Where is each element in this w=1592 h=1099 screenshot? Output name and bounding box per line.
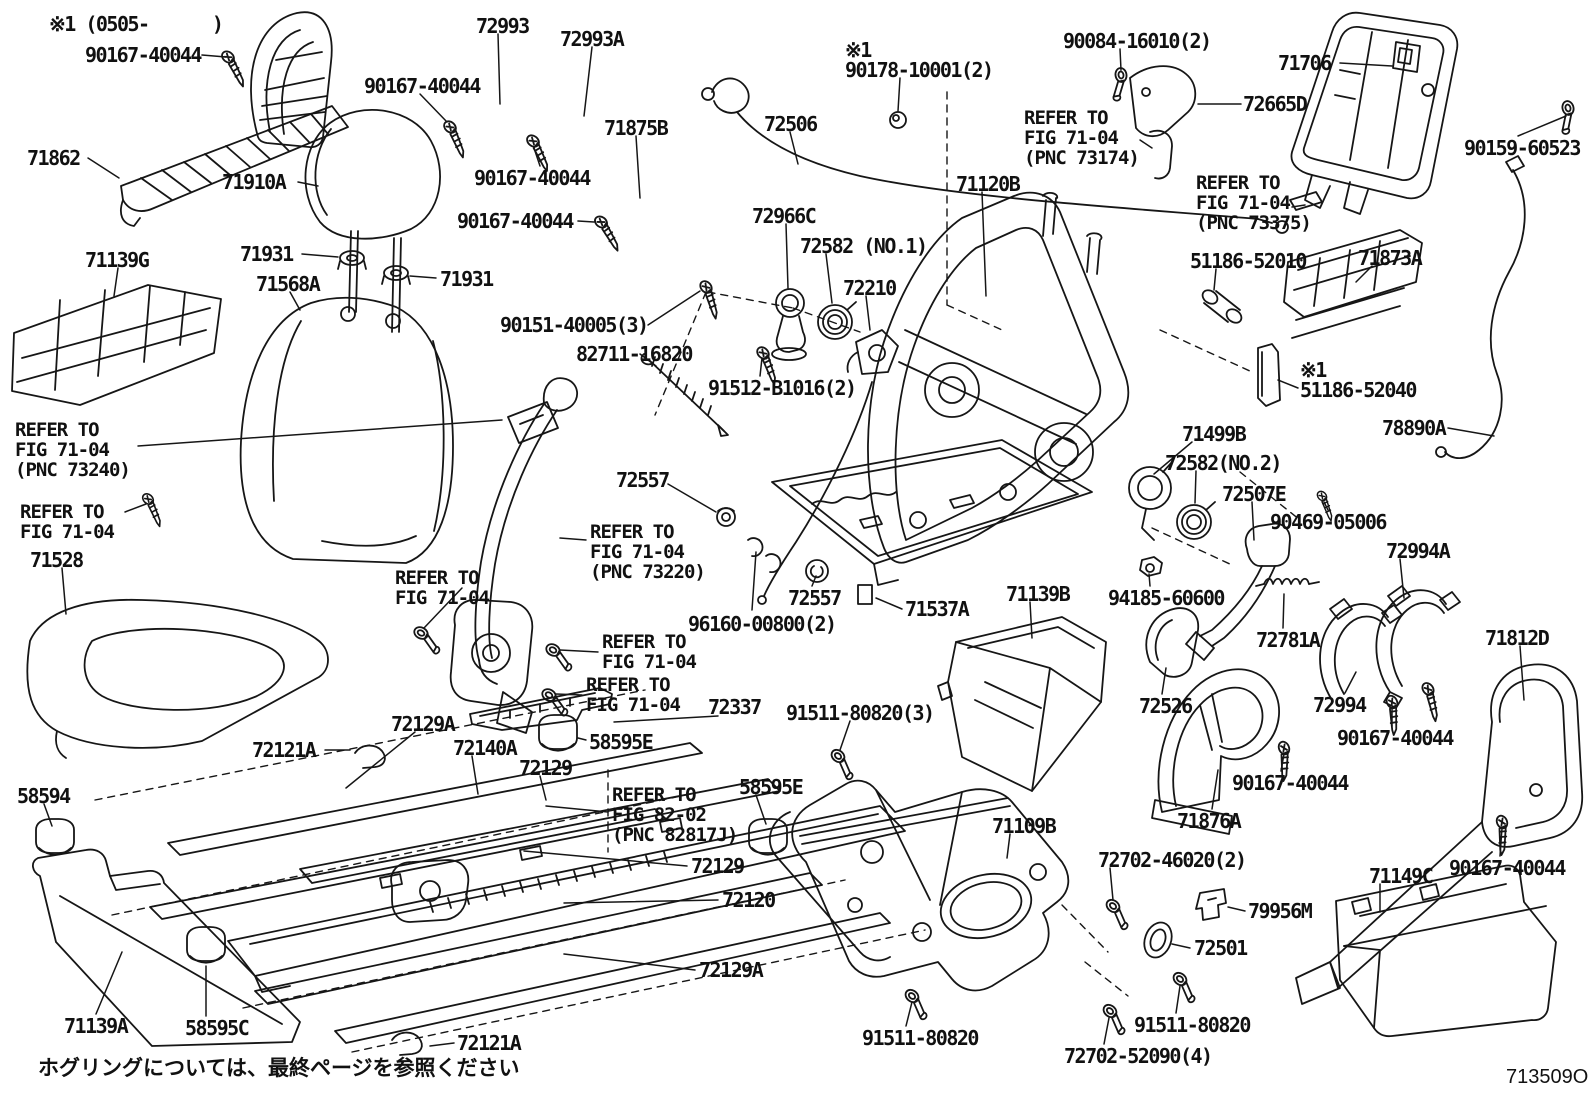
part-label-ref-7104-c: REFER TO FIG 71-04 xyxy=(602,631,697,673)
part-label-71149C: 71149C xyxy=(1369,864,1434,888)
part-label-71862: 71862 xyxy=(27,146,81,170)
part-label-72120: 72120 xyxy=(722,888,776,912)
part-label-72501: 72501 xyxy=(1194,936,1248,960)
part-label-ref-7104-d: REFER TO FIG 71-04 xyxy=(586,674,681,716)
part-label-71706: 71706 xyxy=(1278,51,1332,75)
part-label-94185-60600: 94185-60600 xyxy=(1108,586,1225,610)
part-label-58595C: 58595C xyxy=(185,1016,250,1040)
part-label-72994: 72994 xyxy=(1313,693,1367,717)
part-label-71876A: 71876A xyxy=(1177,809,1242,833)
part-label-91511-80820-b: 91511-80820 xyxy=(1134,1013,1251,1037)
part-label-71931-b: 71931 xyxy=(440,267,494,291)
part-label-72702-52090: 72702-52090(4) xyxy=(1064,1044,1213,1068)
part-label-91512-B1016: 91512-B1016(2) xyxy=(708,376,857,400)
part-label-71537A: 71537A xyxy=(905,597,970,621)
part-label-71139B: 71139B xyxy=(1006,582,1071,606)
part-label-72121A-a: 72121A xyxy=(252,738,317,762)
part-label-ref-73220: REFER TO FIG 71-04 (PNC 73220) xyxy=(590,521,706,583)
part-label-72582-no2: 72582(NO.2) xyxy=(1165,451,1282,475)
part-label-72993A: 72993A xyxy=(560,27,625,51)
part-label-ref-7104-a: REFER TO FIG 71-04 xyxy=(20,501,115,543)
part-label-72210: 72210 xyxy=(843,276,897,300)
part-label-ref-73240: REFER TO FIG 71-04 (PNC 73240) xyxy=(15,419,131,481)
part-label-72129A-b: 72129A xyxy=(699,958,764,982)
part-label-ref-73375: REFER TO FIG 71-04 (PNC 73375) xyxy=(1196,172,1312,234)
part-label-note-90178: ※1 90178-10001(2) xyxy=(845,38,994,82)
part-label-90159-60523: 90159-60523 xyxy=(1464,136,1581,160)
part-label-71139G: 71139G xyxy=(85,248,150,272)
part-label-72665D: 72665D xyxy=(1243,92,1308,116)
part-label-71139A: 71139A xyxy=(64,1014,129,1038)
part-label-72966C: 72966C xyxy=(752,204,817,228)
part-label-96160-00800: 96160-00800(2) xyxy=(688,612,837,636)
part-label-72526: 72526 xyxy=(1139,694,1193,718)
part-label-90167-40044-b: 90167-40044 xyxy=(364,74,481,98)
part-label-82711-16820: 82711-16820 xyxy=(576,342,693,366)
part-label-ref-73174: REFER TO FIG 71-04 (PNC 73174) xyxy=(1024,107,1140,169)
part-label-71931-a: 71931 xyxy=(240,242,294,266)
part-label-72140A: 72140A xyxy=(453,736,518,760)
part-label-72557-b: 72557 xyxy=(788,586,842,610)
part-label-71568A: 71568A xyxy=(256,272,321,296)
part-label-71109B: 71109B xyxy=(992,814,1057,838)
part-label-72702-46020: 72702-46020(2) xyxy=(1098,848,1247,872)
part-label-72993: 72993 xyxy=(476,14,530,38)
part-label-90167-40044-g: 90167-40044 xyxy=(1449,856,1566,880)
part-label-90167-40044-e: 90167-40044 xyxy=(1337,726,1454,750)
part-label-72781A: 72781A xyxy=(1256,628,1321,652)
part-label-72129-a: 72129 xyxy=(519,756,573,780)
part-label-58594: 58594 xyxy=(17,784,71,808)
part-label-72337: 72337 xyxy=(708,695,762,719)
part-label-ref-7104-b: REFER TO FIG 71-04 xyxy=(395,567,490,609)
part-label-72129A-a: 72129A xyxy=(391,712,456,736)
part-label-note-0505: ※1 (0505- ) xyxy=(49,12,224,36)
part-label-90167-40044-d: 90167-40044 xyxy=(457,209,574,233)
hog-ring-footnote: ホグリングについては、最終ページを参照ください xyxy=(38,1056,520,1080)
part-label-71120B: 71120B xyxy=(956,172,1021,196)
part-label-71528: 71528 xyxy=(30,548,84,572)
part-label-72506: 72506 xyxy=(764,112,818,136)
part-label-91511-80820-a: 91511-80820 xyxy=(862,1026,979,1050)
figure-code: 713509O xyxy=(1506,1066,1589,1088)
part-label-72582-no1: 72582 (NO.1) xyxy=(800,234,928,258)
part-label-58595E-b: 58595E xyxy=(739,775,804,799)
part-label-71875B: 71875B xyxy=(604,116,669,140)
part-label-72557-a: 72557 xyxy=(616,468,670,492)
part-label-90167-40044-c: 90167-40044 xyxy=(474,166,591,190)
part-label-72121A-b: 72121A xyxy=(457,1031,522,1055)
part-label-71812D: 71812D xyxy=(1485,626,1550,650)
part-label-91511-80820-3: 91511-80820(3) xyxy=(786,701,935,725)
part-label-71873A: 71873A xyxy=(1358,246,1423,270)
part-label-90084-16010: 90084-16010(2) xyxy=(1063,29,1212,53)
part-label-79956M: 79956M xyxy=(1248,899,1313,923)
part-label-72994A: 72994A xyxy=(1386,539,1451,563)
part-label-90167-40044-a: 90167-40044 xyxy=(85,43,202,67)
part-label-51186-52010: 51186-52010 xyxy=(1190,249,1307,273)
part-label-72129-b: 72129 xyxy=(691,854,745,878)
part-label-90167-40044-f: 90167-40044 xyxy=(1232,771,1349,795)
part-label-90151-40005: 90151-40005(3) xyxy=(500,313,649,337)
part-label-71910A: 71910A xyxy=(222,170,287,194)
part-label-78890A: 78890A xyxy=(1382,416,1447,440)
part-label-58595E-a: 58595E xyxy=(589,730,654,754)
part-label-note-51186: ※1 51186-52040 xyxy=(1300,358,1417,402)
leader-lines xyxy=(43,33,1567,1047)
part-label-90469-05006: 90469-05006 xyxy=(1270,510,1387,534)
part-label-ref-8202: REFER TO FIG 82-02 (PNC 82817J) xyxy=(612,784,738,846)
part-label-71499B: 71499B xyxy=(1182,422,1247,446)
part-label-72507E: 72507E xyxy=(1222,482,1287,506)
